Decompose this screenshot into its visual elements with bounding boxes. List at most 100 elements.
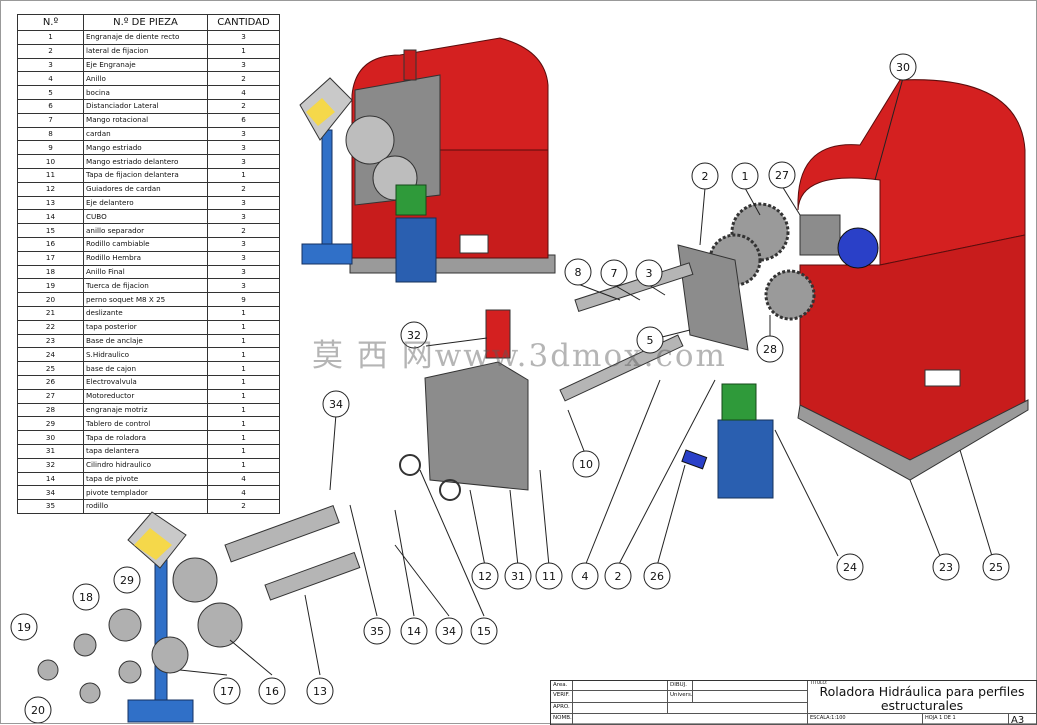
part-number: 34 <box>17 485 84 501</box>
part-number: 16 <box>17 236 84 252</box>
balloon-number: 4 <box>582 570 589 583</box>
balloon-number: 26 <box>650 570 664 583</box>
callout-balloon: 23 <box>932 553 960 581</box>
balloon-number: 11 <box>542 570 556 583</box>
callout-balloon: 35 <box>363 617 391 645</box>
part-name: Motoreductor <box>83 388 208 404</box>
part-number: 14 <box>17 471 84 487</box>
part-quantity: 3 <box>207 250 280 266</box>
tb-dibuj-label: DIBUJ. <box>668 681 693 691</box>
part-name: Eje Engranaje <box>83 57 208 73</box>
left-housing-top <box>351 37 549 151</box>
part-quantity: 1 <box>207 443 280 459</box>
bolt-20 <box>79 682 101 704</box>
watermark: 莫 西 网www.3dmox.com <box>312 338 727 374</box>
balloon-number: 20 <box>31 704 45 717</box>
control-box-label <box>306 98 335 126</box>
part-quantity: 4 <box>207 485 280 501</box>
tb-nombre-label: NOMB. <box>551 714 573 725</box>
ring-18 <box>73 633 97 657</box>
part-name: anillo separador <box>83 223 208 238</box>
callout-balloon: 29 <box>113 566 141 594</box>
bottom-control-post <box>154 554 168 706</box>
tb-area-label: Area. <box>551 681 573 691</box>
balloon-number: 28 <box>763 343 777 356</box>
left-roller-top <box>345 115 395 165</box>
callout-balloon: 15 <box>470 617 498 645</box>
callout-balloon: 14 <box>400 617 428 645</box>
part-name: lateral de fijacion <box>83 43 208 59</box>
roller-18 <box>108 608 142 642</box>
part-quantity: 1 <box>207 361 280 376</box>
right-machine-assembly <box>797 79 1029 481</box>
balloon-number: 13 <box>313 685 327 698</box>
ring-15 <box>399 454 421 476</box>
part-quantity: 3 <box>207 30 280 45</box>
balloon-number: 23 <box>939 561 953 574</box>
left-motor-unit <box>403 49 417 81</box>
part-quantity: 1 <box>207 430 280 445</box>
hydraulic-pump <box>721 383 757 421</box>
part-number: 12 <box>17 181 84 197</box>
part-name: Anillo <box>83 71 208 87</box>
balloon-number: 30 <box>896 61 910 74</box>
gear-set <box>708 202 816 321</box>
callout-balloon: 2 <box>691 162 719 190</box>
balloon-number: 25 <box>989 561 1003 574</box>
roller-17 <box>151 636 189 674</box>
callout-balloon: 19 <box>10 613 38 641</box>
part-number: 15 <box>17 223 84 238</box>
balloon-number: 24 <box>843 561 857 574</box>
title-block: Area. DIBUJ. VERIF. Univers. APRO. NOMB.… <box>550 680 1037 725</box>
part-quantity: 3 <box>207 195 280 211</box>
front-cover-plate <box>424 361 529 491</box>
bottom-control-base <box>127 699 194 723</box>
part-name: Electrovalvula <box>83 374 208 390</box>
callout-balloon: 27 <box>768 161 796 189</box>
part-number: 28 <box>17 402 84 418</box>
part-quantity: 2 <box>207 98 280 114</box>
gear-2 <box>708 233 762 287</box>
balloon-number: 8 <box>575 266 582 279</box>
part-number: 25 <box>17 361 84 376</box>
roller-16b <box>172 557 218 603</box>
part-quantity: 1 <box>207 305 280 321</box>
control-post <box>321 129 333 249</box>
tb-aprob-value <box>573 703 668 714</box>
header-part-name: N.º DE PIEZA <box>83 14 208 31</box>
front-shaft-2 <box>264 551 361 601</box>
part-quantity: 3 <box>207 57 280 73</box>
tb-verif-value <box>573 691 668 703</box>
part-name: Tapa de fijacion delantera <box>83 167 208 183</box>
callout-balloon: 17 <box>213 677 241 705</box>
part-name: CUBO <box>83 209 208 225</box>
part-name: S.Hidraulico <box>83 347 208 363</box>
part-number: 30 <box>17 430 84 445</box>
part-number: 32 <box>17 457 84 473</box>
gear-3 <box>764 269 816 321</box>
hydraulic-unit <box>681 383 774 499</box>
callout-balloon: 20 <box>24 696 52 724</box>
part-number: 29 <box>17 416 84 432</box>
balloon-number: 18 <box>79 591 93 604</box>
part-number: 20 <box>17 292 84 307</box>
callout-balloon: 3 <box>635 259 663 287</box>
callout-balloon: 7 <box>600 259 628 287</box>
part-quantity: 3 <box>207 209 280 225</box>
balloon-number: 34 <box>442 625 456 638</box>
part-name: deslizante <box>83 305 208 321</box>
left-control-stand <box>299 77 353 265</box>
